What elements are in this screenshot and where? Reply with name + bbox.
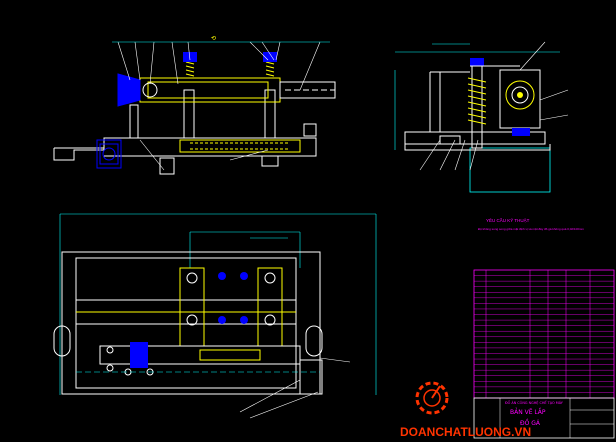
notes-line: Độ không song song giữa mặt định vị và m… bbox=[478, 227, 584, 231]
watermark-logo: DOANCHATLUONG.VN bbox=[400, 381, 531, 439]
front-view: ⟲ bbox=[53, 35, 336, 175]
title-line-1: ĐỒ ÁN CÔNG NGHỆ CHẾ TẠO MÁY bbox=[505, 399, 564, 405]
bill-of-materials bbox=[473, 269, 615, 399]
svg-text:⟲: ⟲ bbox=[211, 35, 216, 42]
title-line-2: BẢN VẼ LẮP bbox=[510, 408, 546, 416]
technical-notes: YÊU CẦU KỸ THUẬT Độ không song song giữa… bbox=[478, 216, 584, 231]
top-view bbox=[53, 213, 377, 419]
watermark-text: DOANCHATLUONG.VN bbox=[400, 425, 531, 439]
title-block: ĐỒ ÁN CÔNG NGHỆ CHẾ TẠO MÁY BẢN VẼ LẮP Đ… bbox=[473, 397, 615, 439]
side-view bbox=[394, 41, 569, 193]
notes-title: YÊU CẦU KỸ THUẬT bbox=[486, 216, 530, 223]
title-line-3: ĐỒ GÁ bbox=[520, 418, 541, 427]
